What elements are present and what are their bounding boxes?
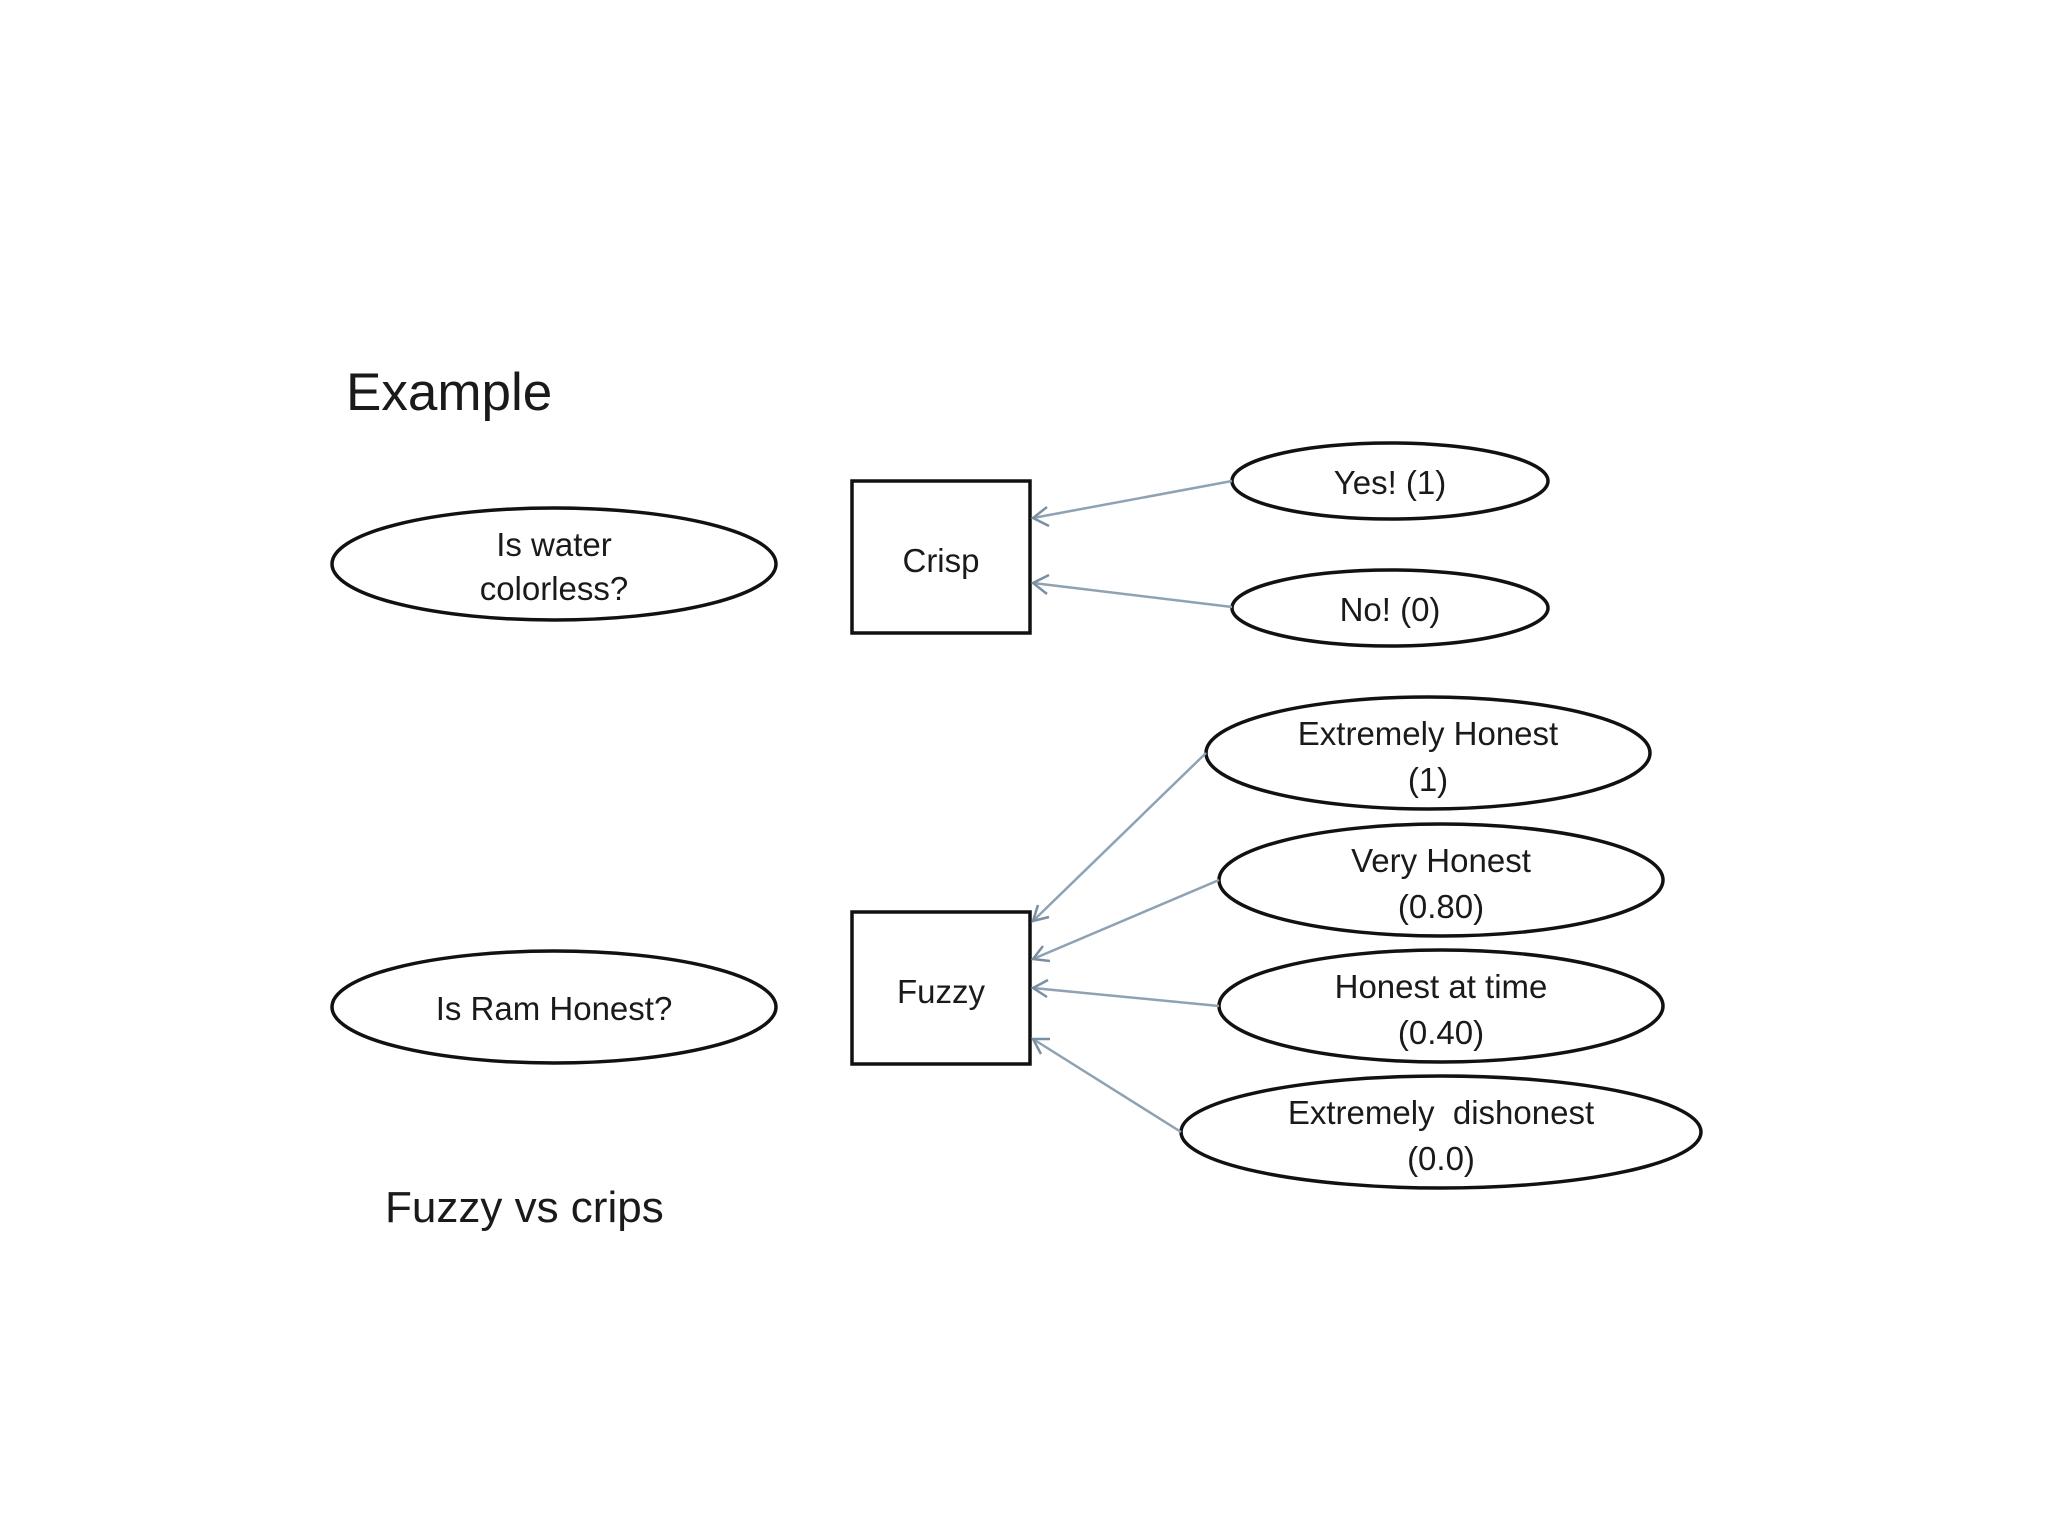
question-ram-label: Is Ram Honest? — [436, 990, 673, 1027]
question-water-line-2: colorless? — [480, 570, 629, 607]
connector-extremely-honest-to-fuzzy-arrowhead — [1031, 904, 1050, 923]
crisp-box — [850, 479, 1032, 635]
crisp-value-no: No! (0) — [1230, 568, 1550, 648]
question-water-ellipse — [330, 506, 778, 622]
connector-extremely-dishonest-to-fuzzy-line — [1032, 1037, 1182, 1134]
connector-honest-at-time-to-fuzzy-line — [1032, 986, 1220, 1008]
connector-very-honest-to-fuzzy — [1030, 878, 1220, 963]
connector-no-to-crisp — [1030, 573, 1233, 609]
crisp-value-no-label: No! (0) — [1340, 591, 1441, 628]
fuzzy-label: Fuzzy — [897, 973, 986, 1010]
fuzzy-value-extremely-honest-line-1: Extremely Honest — [1298, 715, 1558, 752]
connector-no-to-crisp-arrowhead — [1030, 573, 1050, 595]
connector-very-honest-to-fuzzy-arrowhead — [1030, 945, 1051, 963]
crisp-value-no-ellipse — [1230, 568, 1550, 648]
caption: Fuzzy vs crips — [385, 1183, 664, 1232]
fuzzy-value-very-honest-line-2: (0.80) — [1398, 888, 1484, 925]
fuzzy-node: Fuzzy — [850, 910, 1032, 1066]
crisp-label: Crisp — [902, 542, 979, 579]
connector-very-honest-to-fuzzy-line — [1032, 878, 1220, 961]
connector-extremely-dishonest-to-fuzzy — [1030, 1037, 1182, 1134]
crisp-value-yes-label: Yes! (1) — [1334, 464, 1447, 501]
fuzzy-value-extremely-honest: Extremely Honest (1) — [1204, 695, 1652, 811]
connector-yes-to-crisp — [1030, 479, 1233, 528]
fuzzy-value-honest-at-time: Honest at time (0.40) — [1217, 948, 1665, 1064]
fuzzy-value-extremely-dishonest-line-2: (0.0) — [1407, 1140, 1475, 1177]
question-ram-node: Is Ram Honest? — [330, 949, 778, 1065]
connector-extremely-honest-to-fuzzy-line — [1032, 752, 1207, 922]
fuzzy-value-extremely-dishonest-line-1: Extremely dishonest — [1288, 1094, 1594, 1131]
connector-honest-at-time-to-fuzzy-arrowhead — [1030, 978, 1049, 999]
fuzzy-value-honest-at-time-line-1: Honest at time — [1335, 968, 1548, 1005]
question-ram-ellipse — [330, 949, 778, 1065]
question-water-node: Is water colorless? — [330, 506, 778, 622]
crisp-value-yes: Yes! (1) — [1230, 441, 1550, 521]
connector-extremely-honest-to-fuzzy — [1031, 752, 1207, 923]
connector-honest-at-time-to-fuzzy — [1030, 978, 1220, 1008]
fuzzy-value-very-honest: Very Honest (0.80) — [1217, 822, 1665, 938]
fuzzy-value-very-honest-line-1: Very Honest — [1351, 842, 1531, 879]
connector-extremely-dishonest-to-fuzzy-arrowhead — [1030, 1037, 1050, 1055]
heading: Example — [346, 363, 552, 422]
fuzzy-value-honest-at-time-line-2: (0.40) — [1398, 1014, 1484, 1051]
question-water-line-1: Is water — [496, 526, 612, 563]
connector-no-to-crisp-line — [1032, 581, 1233, 609]
crisp-node: Crisp — [850, 479, 1032, 635]
fuzzy-value-extremely-honest-line-2: (1) — [1408, 761, 1448, 798]
fuzzy-value-extremely-dishonest: Extremely dishonest (0.0) — [1179, 1074, 1703, 1190]
connector-yes-to-crisp-line — [1032, 479, 1233, 520]
connector-yes-to-crisp-arrowhead — [1030, 506, 1050, 528]
fuzzy-box — [850, 910, 1032, 1066]
